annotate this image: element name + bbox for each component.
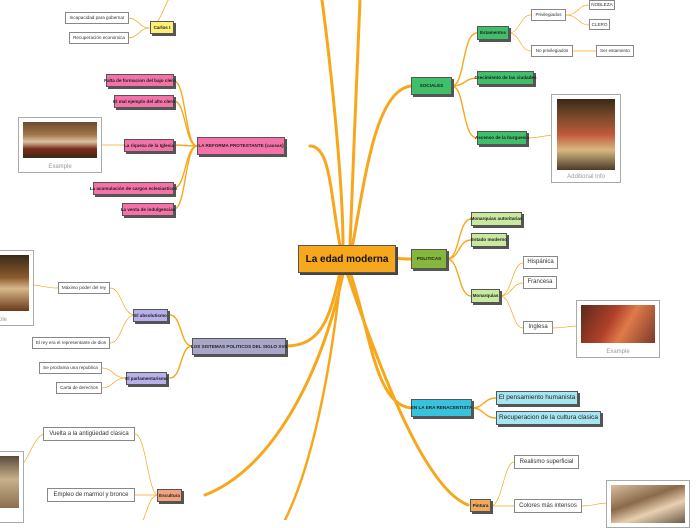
node-no-privilegiados[interactable]: No privilegiados (531, 45, 573, 57)
node-falta-formacion[interactable]: Falta de formacion del bajo clero (104, 74, 176, 87)
topic-sistemas-politicos[interactable]: LOS SISTEMAS POLITICOS DEL SIGLO XVII (191, 338, 287, 355)
node-francesa[interactable]: Francesa (523, 276, 557, 289)
node-vuelta-antiguedad[interactable]: Vuelta a la antigüedad clasica (43, 427, 135, 441)
topic-carlos-i[interactable]: Carlos I (150, 21, 174, 34)
topic-pintura[interactable]: Pintura (470, 499, 491, 512)
node-clero[interactable]: CLERO (589, 19, 610, 30)
node-crecimiento-ciudades[interactable]: Crecimiento de las ciudades (474, 71, 537, 85)
node-rey-representante[interactable]: El rey era el representante de dios (32, 337, 110, 349)
node-estamentos[interactable]: Estamentos (477, 26, 509, 40)
node-venta-indulgencias[interactable]: La venta de indulgencias (121, 203, 175, 216)
image-pintura[interactable] (606, 480, 690, 528)
painting-king-image (0, 255, 29, 311)
node-parlamentarismo[interactable]: El parlamentarismo (125, 372, 168, 385)
painting-fresco-image (611, 485, 685, 523)
node-marmol-bronce[interactable]: Empleo de marmol y bronce (47, 488, 135, 502)
node-inglesa[interactable]: Inglesa (523, 321, 553, 334)
image-absolutismo[interactable]: ple (0, 250, 34, 326)
node-estado-moderno[interactable]: Estado moderno (471, 233, 507, 247)
node-cultura-clasica[interactable]: Recuperacion de la cultura clasica (496, 411, 601, 425)
node-pensamiento-humanista[interactable]: El pensamiento humanista (496, 391, 578, 405)
node-incapacidad[interactable]: Incapacidad para gobernar (65, 12, 129, 24)
node-absolutismo[interactable]: El absolutismo (133, 309, 168, 322)
node-republica[interactable]: Se proclama una republica (39, 362, 102, 374)
painting-moneylender-image (557, 99, 615, 170)
image-monarquias[interactable]: Example (576, 300, 660, 358)
image-caption: Example (606, 349, 630, 355)
node-colores-intensos[interactable]: Colores más intensos (514, 499, 582, 513)
node-carta-derechos[interactable]: Carta de derechos (56, 382, 102, 394)
node-ser-estamento[interactable]: Ser estamento (596, 45, 634, 57)
topic-reforma-protestante[interactable]: LA REFORMA PROTESTANTE (causas) (197, 137, 285, 155)
node-maximo-poder[interactable]: Máximo poder del rey (58, 282, 110, 294)
topic-era-renacentista[interactable]: EN LA ERA RENACENTISTA (411, 399, 472, 417)
node-monarquias-autoritarias[interactable]: Monarquias autoritarias (470, 212, 523, 226)
node-hispanica[interactable]: Hispánica (523, 256, 558, 269)
topic-sociales[interactable]: SOCIALES (411, 77, 452, 95)
image-caption: Example (48, 164, 72, 170)
node-acumulacion-cargos[interactable]: La acumulación de cargos eclesiasticos (90, 182, 177, 195)
image-caption: ple (0, 317, 8, 323)
sculpture-image (0, 456, 19, 508)
node-realismo-superficial[interactable]: Realismo superficial (514, 455, 579, 469)
node-privilegiados[interactable]: Privilegiados (531, 9, 566, 21)
node-riqueza-iglesia[interactable]: La riqueza de la Iglesia (124, 139, 174, 152)
image-escultura[interactable] (0, 451, 24, 523)
image-burguesia[interactable]: Additional info (551, 94, 621, 183)
node-recuperacion-economica[interactable]: Recuperación economica (69, 32, 129, 44)
painting-court-image (581, 305, 655, 343)
node-ascenso-burguesia[interactable]: Ascenso de la burguesía (475, 131, 529, 145)
image-reforma[interactable]: Example (18, 117, 102, 173)
node-mal-ejemplo[interactable]: El mal ejemplo del alto clero (113, 95, 175, 108)
topic-politicas[interactable]: POLITICAS (411, 249, 447, 269)
node-nobleza[interactable]: NOBLEZA (589, 0, 615, 10)
node-monarquias[interactable]: Monarquias (471, 289, 500, 303)
painting-coronation-image (23, 122, 97, 158)
image-caption: Additional info (567, 174, 605, 180)
central-topic[interactable]: La edad moderna (298, 245, 396, 273)
topic-escultura[interactable]: Escultura (157, 489, 182, 502)
